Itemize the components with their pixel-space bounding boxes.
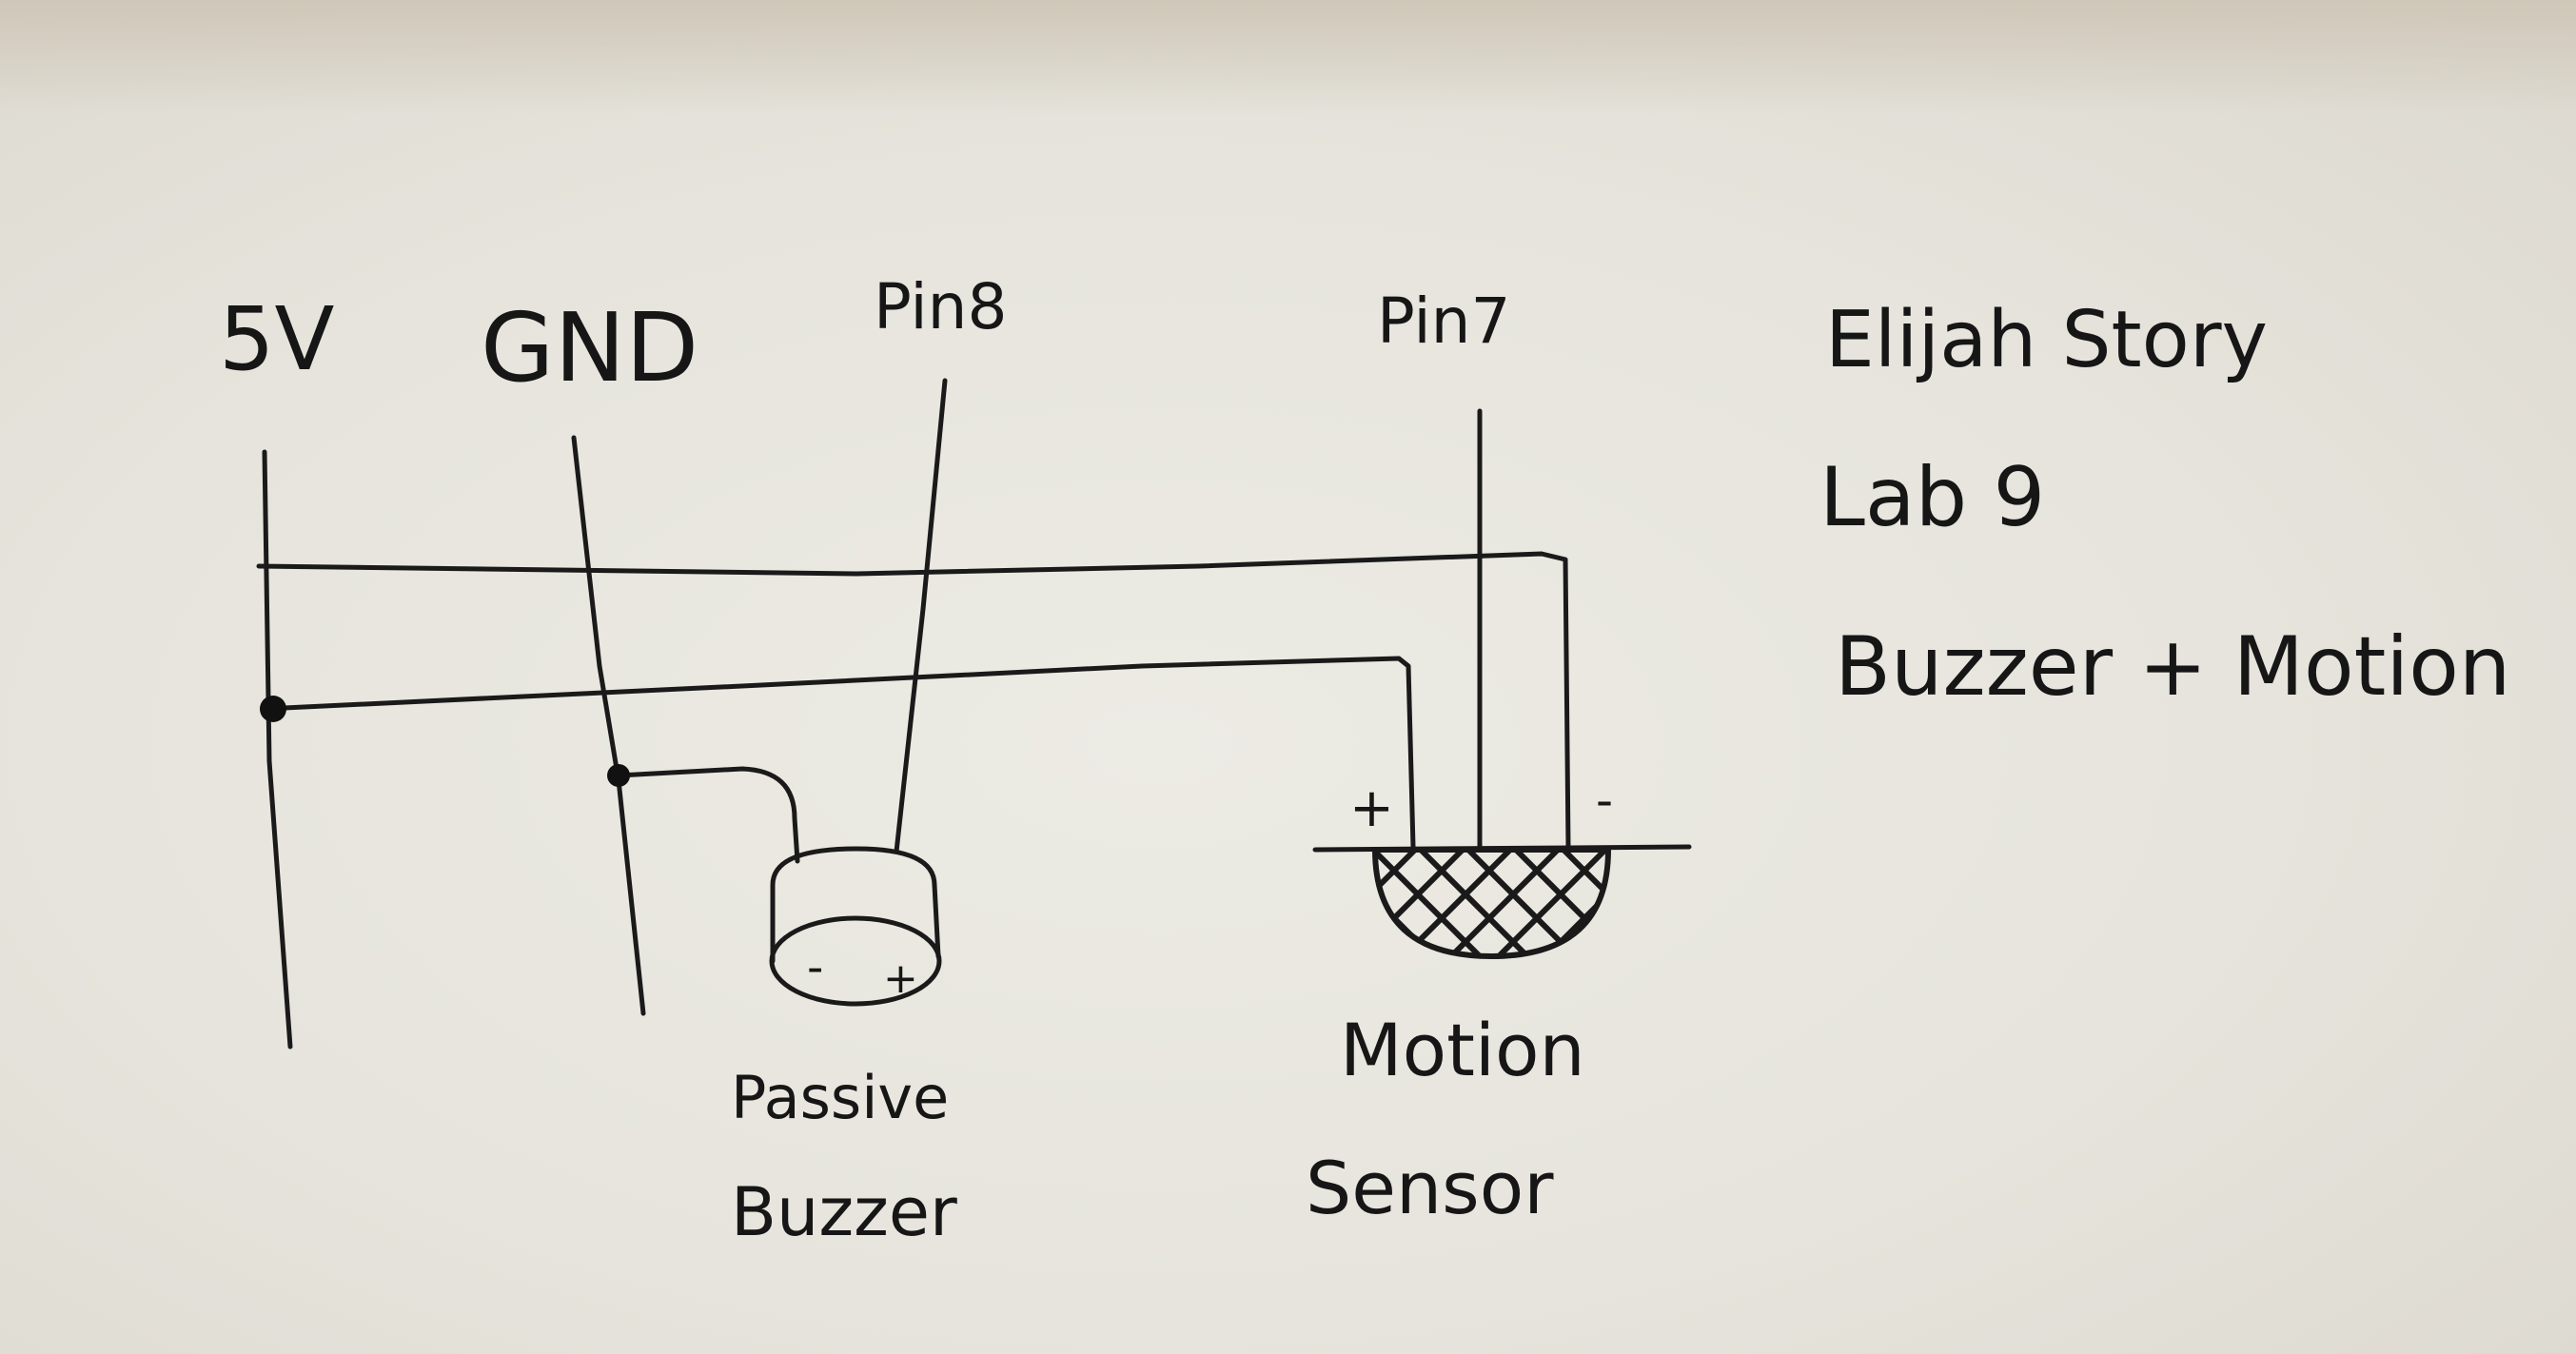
passive-buzzer: - + [769,846,942,1007]
rail-label-pin7: Pin7 [1377,285,1511,358]
sensor-hatching [1375,850,1608,956]
rail-label-gnd: GND [481,292,698,403]
rail-5v-wire [262,449,293,1050]
author-name: Elijah Story [1825,295,2268,385]
junction-dot-gnd [607,764,630,787]
motion-sensor: + - [1312,773,1692,960]
gnd-to-buzzer-wire [616,766,800,864]
project-title: Buzzer + Motion [1835,619,2510,715]
lab-number: Lab 9 [1819,450,2045,545]
gnd-to-sensor-wire [256,551,1571,850]
5v-to-sensor-wire [262,656,1416,850]
sensor-minus-label: - [1596,773,1613,828]
buzzer-minus-label: - [807,941,823,994]
buzzer-label-line2: Buzzer [731,1173,957,1251]
sensor-plus-label: + [1349,777,1394,839]
sensor-label-line2: Sensor [1306,1146,1554,1230]
rail-label-pin8: Pin8 [874,270,1008,343]
rail-label-5v: 5V [219,288,335,390]
buzzer-label-line1: Passive [731,1063,949,1132]
rail-gnd-wire [571,435,646,1016]
junction-dot-5v [260,696,286,722]
sensor-label-line1: Motion [1340,1008,1585,1092]
pin8-wire [894,378,948,854]
buzzer-plus-label: + [883,954,918,1003]
